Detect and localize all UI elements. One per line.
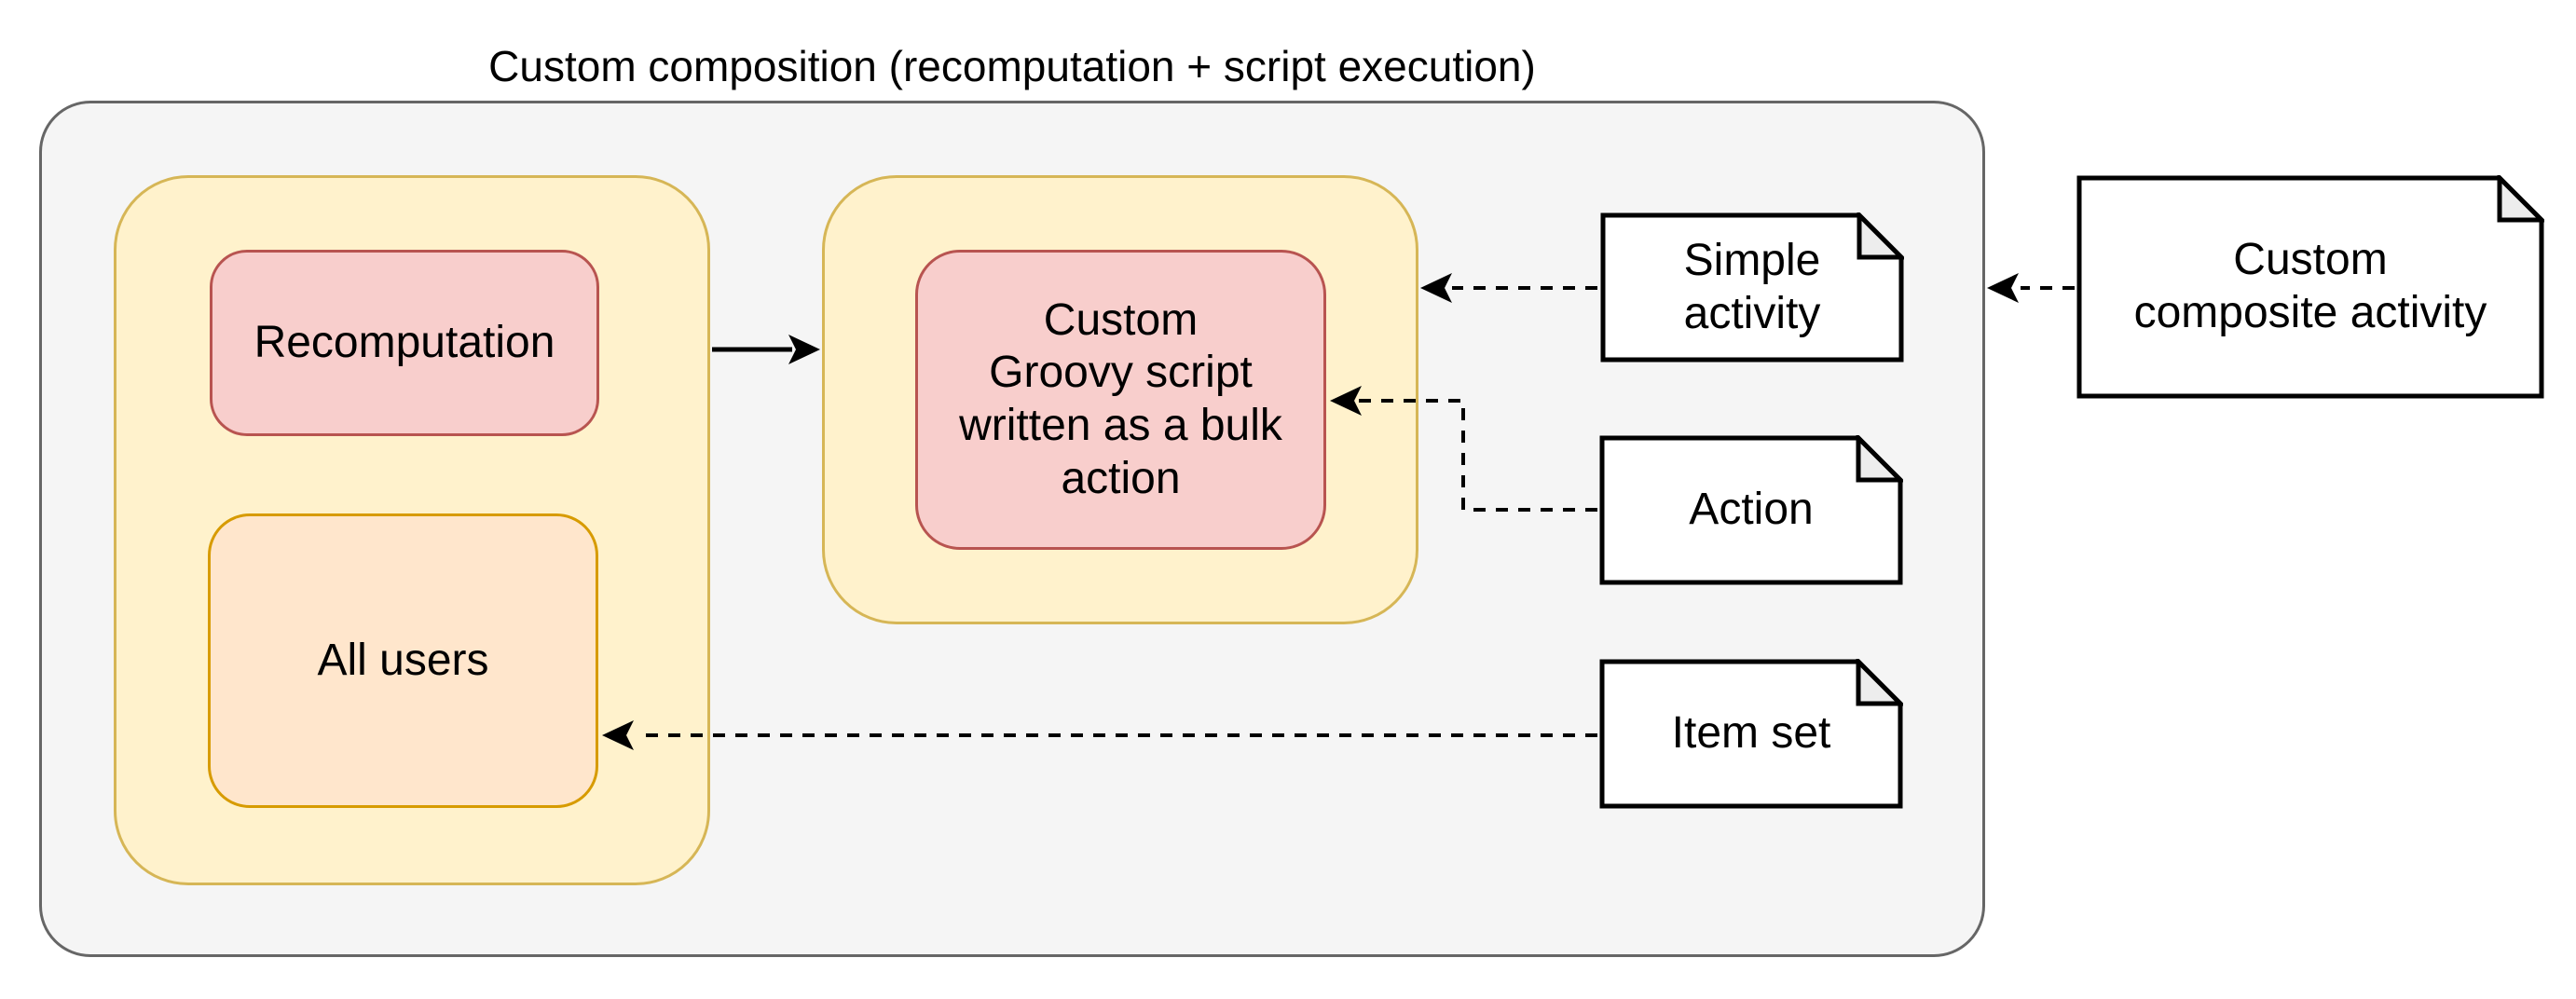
groovy-script-node: Custom Groovy script written as a bulk a…	[915, 250, 1326, 550]
composite-activity-node: Custom composite activity	[2076, 175, 2544, 399]
document-shape-icon	[1599, 659, 1903, 809]
item-set-label: Item set	[1671, 708, 1831, 759]
arrowhead-left-icon	[1987, 273, 2019, 303]
item-set-node: Item set	[1599, 659, 1903, 809]
simple-activity-node: Simple activity	[1600, 212, 1904, 363]
document-shape-icon	[2076, 175, 2544, 399]
action-node: Action	[1599, 435, 1903, 585]
groovy-script-label: Custom Groovy script written as a bulk a…	[959, 294, 1282, 503]
diagram-title: Custom composition (recomputation + scri…	[488, 42, 1536, 91]
simple-activity-label: Simple activity	[1683, 235, 1821, 338]
document-shape-icon	[1599, 435, 1903, 585]
all-users-label: All users	[317, 635, 489, 685]
document-shape-icon	[1600, 212, 1904, 363]
recomputation-label: Recomputation	[253, 317, 555, 367]
recomputation-node: Recomputation	[210, 250, 599, 436]
all-users-node: All users	[208, 513, 598, 808]
action-label: Action	[1689, 485, 1814, 535]
composite-activity-label: Custom composite activity	[2133, 235, 2487, 337]
